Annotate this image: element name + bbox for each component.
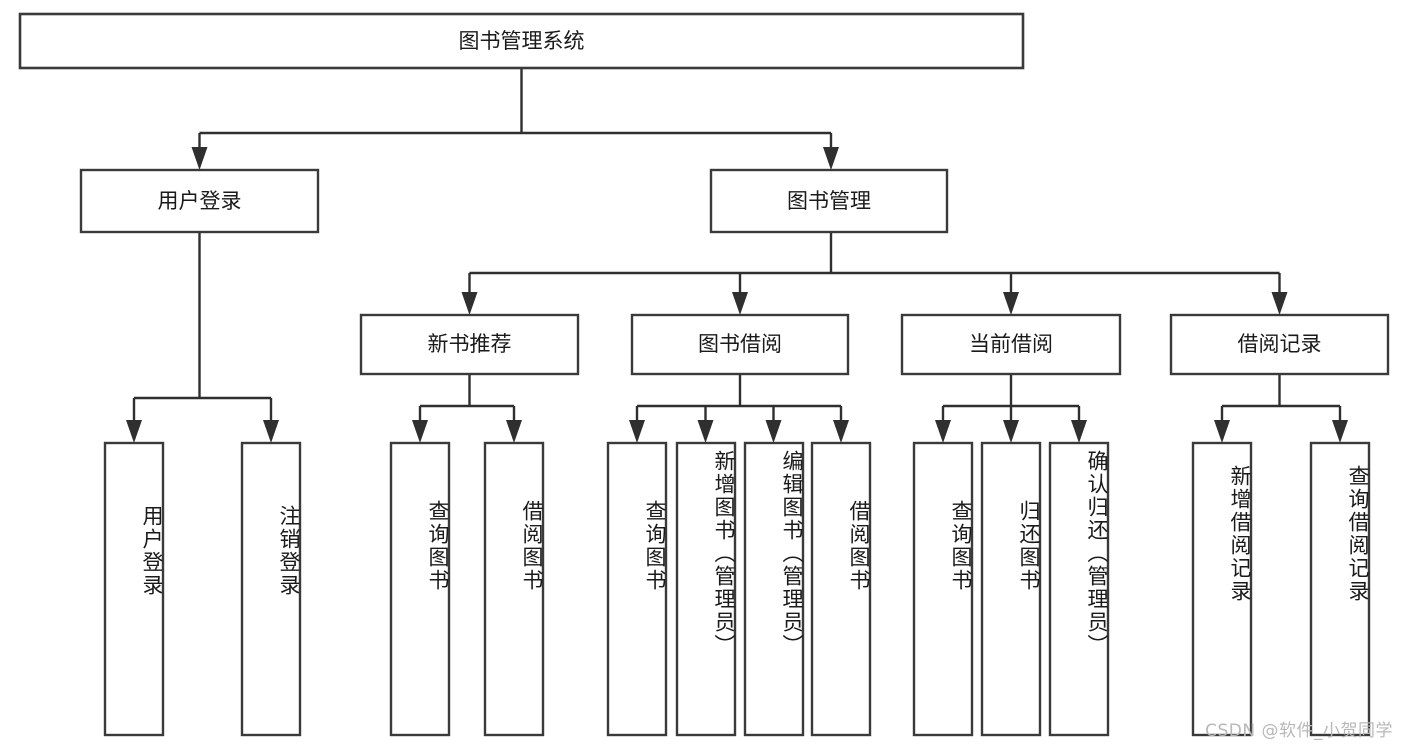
arrowhead-book-mgmt [823, 147, 839, 170]
arrowhead-nb-query-book [412, 420, 428, 443]
arrowhead-user-login [191, 147, 208, 170]
arrowhead-bb-add-book [697, 420, 714, 443]
node-leaf-br-query-record[interactable] [1309, 441, 1371, 737]
node-leaf-cb-return-book[interactable] [980, 441, 1042, 737]
node-leaf-bb-query-book[interactable] [606, 441, 668, 737]
node-book-management[interactable] [709, 168, 949, 234]
arrowhead-nb-borrow-book [506, 420, 522, 443]
arrowhead-br-add-record [1214, 420, 1230, 443]
node-current-borrowing[interactable] [900, 313, 1122, 376]
node-leaf-cb-query-book[interactable] [912, 441, 974, 737]
node-label-book-borrowing: 图书借阅 [698, 332, 782, 356]
node-book-management-system[interactable] [18, 12, 1025, 70]
arrowhead-cb-confirm-return [1071, 420, 1087, 443]
node-leaf-nb-borrow-book[interactable] [483, 441, 545, 737]
arrowhead-leaf-logout [263, 420, 279, 443]
node-leaf-nb-query-book[interactable] [389, 441, 451, 737]
node-label-borrowing-record: 借阅记录 [1238, 332, 1322, 356]
arrowhead-current-borrow [1003, 292, 1019, 315]
node-label-new-book-recommendation: 新书推荐 [428, 332, 512, 356]
arrowhead-br-query-record [1332, 420, 1348, 443]
csdn-watermark: CSDN @软件_小贺同学 [1205, 721, 1393, 741]
node-label-book-management-system: 图书管理系统 [459, 29, 585, 53]
node-leaf-br-add-record[interactable] [1191, 441, 1253, 737]
node-new-book-recommendation[interactable] [359, 313, 580, 376]
node-leaf-user-login[interactable] [103, 441, 165, 737]
node-layer: 图书管理系统 用户登录 图书管理 新书推荐 图书借阅 当前借阅 借阅记录 [18, 12, 1390, 737]
arrowhead-bb-query-book [629, 420, 645, 443]
arrowhead-bb-edit-book [765, 420, 782, 443]
arrowhead-cb-return-book [1003, 420, 1019, 443]
node-leaf-logout[interactable] [240, 441, 302, 737]
arrowhead-borrow-record [1271, 292, 1288, 315]
arrowhead-new-book-rec [461, 292, 478, 315]
node-label-book-management: 图书管理 [787, 189, 871, 213]
arrowhead-leaf-user-login [126, 420, 142, 443]
node-leaf-bb-borrow-book[interactable] [810, 441, 872, 737]
node-leaf-bb-add-book[interactable] [675, 441, 737, 737]
node-book-borrowing[interactable] [630, 313, 850, 376]
node-borrowing-record[interactable] [1169, 313, 1390, 376]
node-label-current-borrowing: 当前借阅 [969, 332, 1053, 356]
node-label-user-login: 用户登录 [158, 189, 242, 213]
connector-layer [126, 68, 1348, 443]
arrowhead-book-borrow [732, 292, 748, 315]
node-leaf-bb-edit-book[interactable] [743, 441, 805, 737]
arrowhead-cb-query-book [935, 420, 951, 443]
arrowhead-bb-borrow-book [833, 420, 849, 443]
node-user-login[interactable] [79, 168, 320, 234]
node-leaf-cb-confirm-return[interactable] [1048, 441, 1110, 737]
